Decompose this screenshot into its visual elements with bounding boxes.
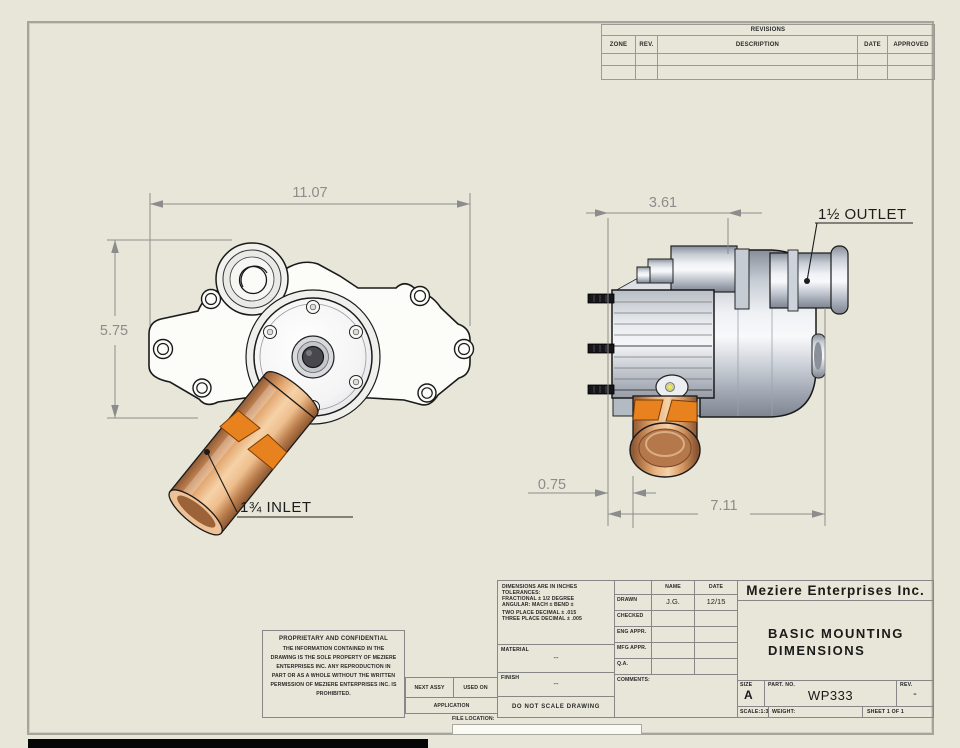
scale-cell: SCALE:1:3 [740, 707, 769, 717]
finish-value: -- [553, 679, 559, 688]
dimensions [107, 193, 826, 528]
approval-row-mfg: MFG APPR. [615, 643, 737, 659]
finish-cell: FINISH -- [497, 672, 615, 697]
rev-col-description: DESCRIPTION [658, 36, 858, 53]
dim-0-75: 0.75 [538, 477, 566, 493]
dim-11-07: 11.07 [292, 185, 327, 201]
dim-7-11: 7.11 [710, 498, 737, 514]
inlet-tube [168, 371, 319, 536]
outlet-callout: 1½ OUTLET [804, 206, 913, 284]
weight-cell: WEIGHT: [769, 707, 863, 717]
rev-empty-row [602, 66, 934, 79]
used-on-cell: USED ON [463, 684, 488, 691]
rev-empty-row [602, 54, 934, 66]
tolerance-block: DIMENSIONS ARE IN INCHES TOLERANCES: FRA… [497, 580, 615, 645]
file-location-label: FILE LOCATION: [452, 716, 495, 722]
proprietary-heading: PROPRIETARY AND CONFIDENTIAL [279, 636, 388, 642]
inlet-callout: 1¾ INLET [204, 449, 353, 518]
next-assy-cell: NEXT ASSY [406, 678, 454, 697]
rev-col-zone: ZONE [602, 36, 636, 53]
material-cell: MATERIAL -- [497, 644, 615, 673]
comments-cell: COMMENTS: [617, 677, 650, 683]
material-value: -- [553, 653, 559, 662]
revisions-table: REVISIONS ZONE REV. DESCRIPTION DATE APP… [601, 24, 935, 80]
outlet-label: 1½ OUTLET [818, 206, 907, 223]
approval-row-checked: CHECKED [615, 611, 737, 627]
size-value: A [744, 688, 753, 702]
application-block: NEXT ASSY USED ON APPLICATION [405, 677, 498, 714]
approval-row-drawn: DRAWN J.G. 12/15 [615, 595, 737, 611]
rev-col-date: DATE [858, 36, 888, 53]
proprietary-note: PROPRIETARY AND CONFIDENTIAL THE INFORMA… [262, 630, 405, 718]
drawing-title-cell: BASIC MOUNTING DIMENSIONS [737, 600, 934, 681]
bearing-boss [215, 242, 289, 316]
keyhole-opening [240, 265, 268, 288]
date-header: DATE [708, 584, 724, 590]
company-cell: Meziere Enterprises Inc. [737, 580, 934, 601]
plate-bolt-holes [152, 285, 475, 403]
approval-row-qa: Q.A. [615, 659, 737, 675]
company-name: Meziere Enterprises Inc. [746, 583, 925, 598]
size-part-rev-row: SIZE A PART. NO. WP333 REV. - [737, 680, 934, 707]
proprietary-body: THE INFORMATION CONTAINED IN THE DRAWING… [270, 646, 397, 698]
rev-value: - [913, 688, 917, 700]
side-view [587, 245, 849, 478]
application-cell: APPLICATION [433, 702, 470, 709]
dim-5-75: 5.75 [100, 323, 128, 339]
approval-row-eng: ENG APPR. [615, 627, 737, 643]
name-header: NAME [652, 581, 695, 594]
file-location-box [452, 724, 642, 735]
drawing-title-line1: BASIC MOUNTING [768, 626, 904, 641]
hub [291, 335, 335, 379]
bottom-black-bar [28, 739, 428, 748]
side-inlet-tube [629, 395, 701, 478]
rev-col-rev: REV. [636, 36, 658, 53]
dim-3-61: 3.61 [649, 195, 677, 211]
approval-table: NAME DATE DRAWN J.G. 12/15 CHECKED ENG A… [614, 580, 738, 718]
outlet-port [769, 245, 849, 315]
hose-clamp-band [219, 409, 288, 471]
do-not-scale-cell: DO NOT SCALE DRAWING [497, 696, 615, 718]
front-view [148, 242, 475, 536]
drawing-views: 11.07 5.75 3.61 0.75 7.11 1¾ INLET 1½ OU… [100, 185, 913, 536]
mounting-studs [587, 293, 615, 395]
inlet-label: 1¾ INLET [240, 499, 312, 516]
scale-weight-sheet-row: SCALE:1:3 WEIGHT: SHEET 1 OF 1 [737, 706, 934, 718]
drawing-title-line2: DIMENSIONS [768, 643, 866, 658]
part-number: WP333 [807, 688, 854, 703]
sheet-cell: SHEET 1 OF 1 [867, 709, 904, 715]
revisions-title: REVISIONS [750, 27, 786, 33]
rev-col-approved: APPROVED [893, 41, 929, 48]
